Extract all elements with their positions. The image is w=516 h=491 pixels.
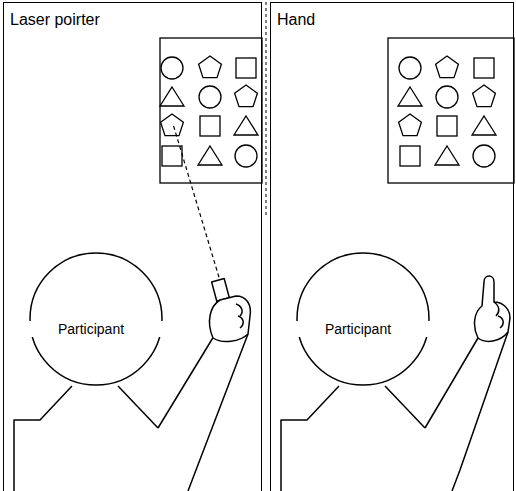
head-circle <box>30 253 162 385</box>
ear-gap <box>295 321 302 337</box>
display-screen <box>160 38 262 183</box>
screen-edge <box>266 2 267 215</box>
display-screen <box>388 38 514 183</box>
laser-beam <box>173 124 221 284</box>
ear-gap <box>157 321 164 337</box>
participant-head: Participant <box>295 251 431 387</box>
panel-title: Hand <box>277 11 315 29</box>
condition-panel: HandParticipant <box>270 2 514 491</box>
head-outline <box>295 251 431 387</box>
participant-label: Participant <box>58 321 124 337</box>
head-circle <box>297 253 429 385</box>
head-outline <box>28 251 164 387</box>
ear-gap <box>424 321 431 337</box>
ear-gap <box>28 321 35 337</box>
condition-panel: Laser poirterParticipant <box>3 2 262 491</box>
hand-with-pointer <box>209 279 250 342</box>
participant-label: Participant <box>325 321 391 337</box>
pointing-hand <box>475 276 510 341</box>
panel-title: Laser poirter <box>10 11 100 29</box>
participant-head: Participant <box>28 251 164 387</box>
